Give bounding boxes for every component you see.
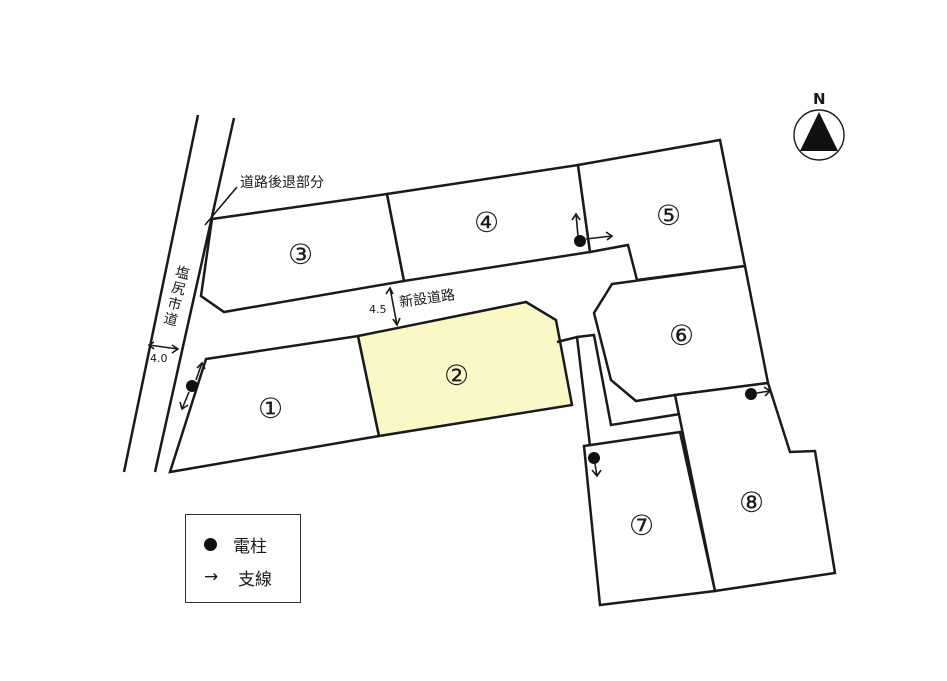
pole-icon xyxy=(204,538,217,551)
guy-wire-lot-8-head xyxy=(763,386,772,397)
lot-6-parcel[interactable] xyxy=(592,264,770,403)
lot-8-number: ⑧ xyxy=(739,486,764,519)
passage-edge-east xyxy=(576,333,681,427)
lot-6-number: ⑥ xyxy=(669,319,694,352)
guy-wire-lot-4-up-head xyxy=(571,212,581,221)
lot-5-number: ⑤ xyxy=(656,199,681,232)
utility-pole-lot-1 xyxy=(186,380,198,392)
city-road-width-dimension xyxy=(148,344,179,350)
guy-wire-lot-1-up-head xyxy=(196,361,206,370)
setback-label: 道路後退部分 xyxy=(240,175,324,191)
lot-3-parcel[interactable] xyxy=(199,192,406,314)
new-road-width-label: 4.5 xyxy=(369,303,387,316)
arrow-right-icon: → xyxy=(204,567,219,587)
lot-2-number: ② xyxy=(444,359,469,392)
lot-2-parcel[interactable] xyxy=(356,300,574,438)
new-road-width-arrow-bottom xyxy=(392,317,401,327)
legend-guy-wire-label: 支線 xyxy=(238,570,272,590)
city-road-width-arrow-right xyxy=(171,344,180,354)
legend: 電柱 → 支線 xyxy=(185,514,301,603)
guy-wire-lot-7 xyxy=(594,463,598,477)
setback-leader xyxy=(204,186,238,226)
city-road-label: 塩 尻 市 道 xyxy=(162,264,195,331)
lot-1-number: ① xyxy=(258,392,283,425)
new-road-width-arrow-top xyxy=(385,286,394,295)
legend-row-pole: 電柱 xyxy=(204,532,267,557)
utility-pole-lot-8 xyxy=(745,388,757,400)
guy-wire-lot-4-right xyxy=(585,235,613,240)
guy-wire-lot-1-down xyxy=(181,391,190,410)
new-road-label: 新設道路 xyxy=(398,287,456,311)
guy-wire-lot-1-down-head xyxy=(179,401,189,411)
guy-wire-lot-1-up xyxy=(195,362,203,381)
guy-wire-lot-7-head xyxy=(591,469,602,478)
city-road-width-label: 4.0 xyxy=(150,352,168,365)
lot-3-number: ③ xyxy=(288,238,313,271)
new-road-width-dimension xyxy=(389,287,398,326)
lot-7-number: ⑦ xyxy=(629,509,654,542)
legend-row-guy-wire: → 支線 xyxy=(204,565,272,591)
city-road-char-2: 尻 xyxy=(170,280,187,299)
lot-4-number: ④ xyxy=(474,206,499,239)
guy-wire-lot-8 xyxy=(756,390,771,394)
city-road-char-4: 道 xyxy=(162,311,179,330)
lot-8-parcel[interactable] xyxy=(673,381,837,593)
guy-wire-lot-4-right-head xyxy=(605,231,614,241)
city-road-char-1: 塩 xyxy=(173,264,190,283)
city-road-width-arrow-left xyxy=(147,341,155,350)
north-arrow-icon xyxy=(800,112,838,151)
legend-pole-label: 電柱 xyxy=(233,537,267,557)
city-road-char-3: 市 xyxy=(166,294,184,314)
north-letter: N xyxy=(813,90,826,108)
guy-wire-lot-4-up xyxy=(575,213,579,237)
city-road-edge-left xyxy=(122,114,200,473)
utility-pole-lot-7 xyxy=(588,452,600,464)
city-road-edge-right xyxy=(153,117,236,473)
utility-pole-lot-4 xyxy=(574,235,586,247)
